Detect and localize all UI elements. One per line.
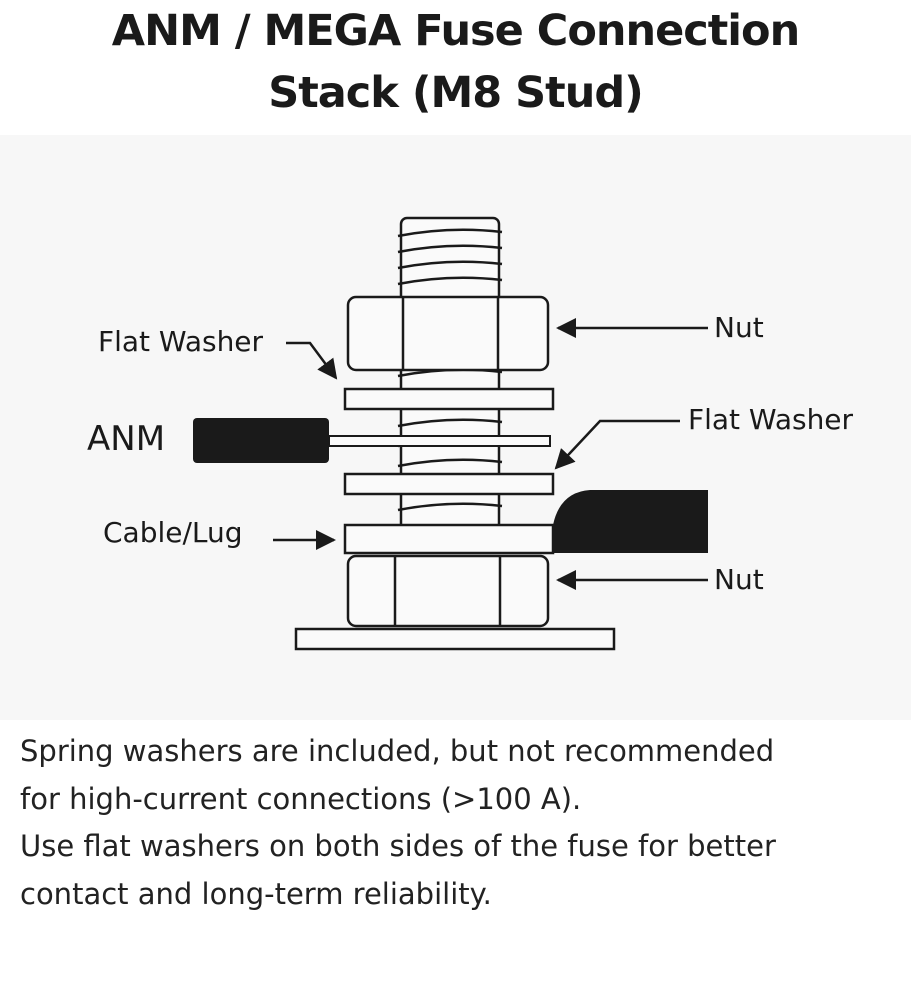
label-cable-lug: Cable/Lug [103, 516, 243, 549]
note-text: Spring washers are included, but not rec… [20, 728, 900, 918]
bottom-nut [346, 554, 550, 628]
note-line-2: for high-current connections (>100 A). [20, 781, 582, 816]
title-line-1: ANM / MEGA Fuse Connection [111, 6, 800, 56]
label-nut-top: Nut [714, 311, 764, 344]
anm-fuse [193, 418, 551, 463]
label-nut-bottom: Nut [714, 563, 764, 596]
note-line-4: contact and long-term reliability. [20, 876, 492, 911]
label-anm: ANM [87, 419, 166, 459]
leader-flat-washer-top [286, 341, 338, 380]
fuse-stack-diagram [193, 216, 708, 651]
cable-lug [343, 490, 708, 555]
note-line-1: Spring washers are included, but not rec… [20, 734, 775, 768]
title-line-2: Stack (M8 Stud) [268, 68, 644, 118]
flat-washer-top [343, 387, 555, 411]
note-line-3: Use flat washers on both sides of the fu… [20, 829, 776, 863]
label-flat-washer-right: Flat Washer [688, 403, 854, 436]
label-flat-washer-top: Flat Washer [98, 325, 264, 358]
page-title: ANM / MEGA Fuse Connection Stack (M8 Stu… [0, 0, 911, 130]
top-nut [346, 295, 550, 372]
flat-washer-middle [343, 472, 555, 496]
base-plate [294, 627, 616, 651]
leader-flat-washer-right [554, 419, 680, 470]
